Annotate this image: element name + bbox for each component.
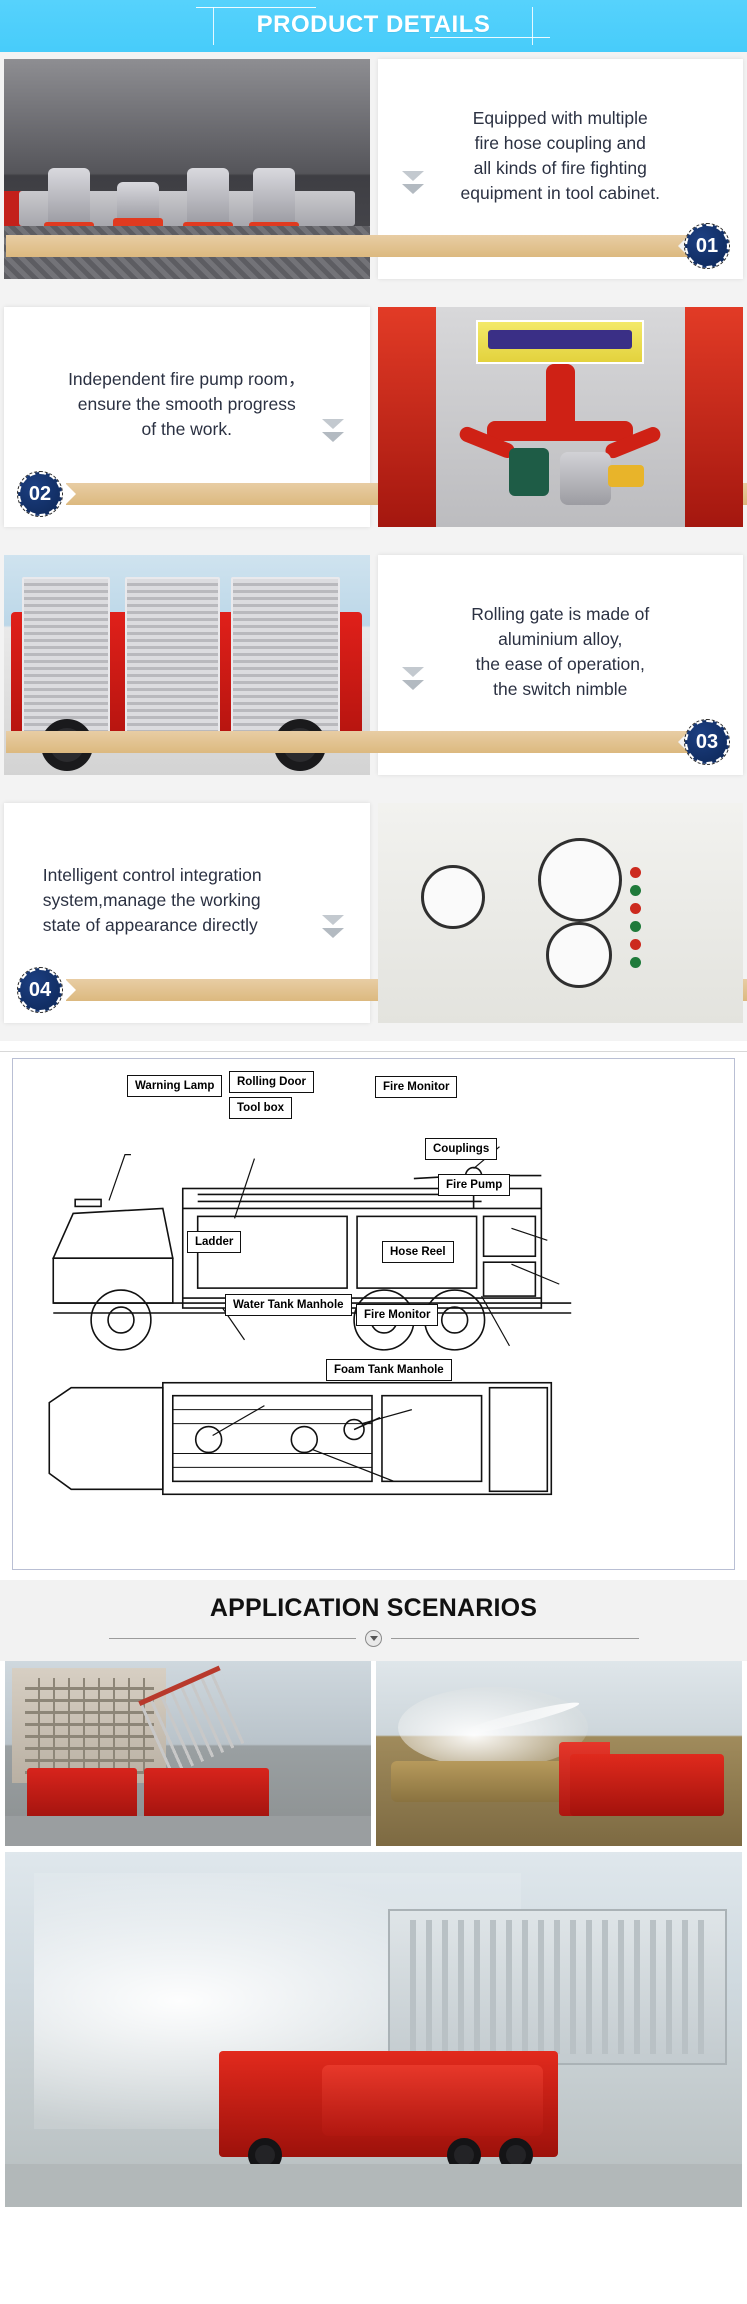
- product-details-section: Equipped with multiple fire hose couplin…: [0, 52, 747, 1041]
- chevron-down-icon: [401, 667, 426, 701]
- product-details-banner: PRODUCT DETAILS: [0, 0, 747, 52]
- diagram-label-fire-monitor-rear: Fire Monitor: [356, 1304, 439, 1327]
- application-scenarios-title: APPLICATION SCENARIOS: [209, 1594, 538, 1622]
- control-panel-photo: [377, 803, 743, 1023]
- diagram-label-couplings: Couplings: [425, 1138, 498, 1161]
- detail-number-badge-03: 03: [684, 719, 730, 765]
- application-photo-grid: [0, 1661, 747, 1846]
- diagram-label-rolling-door: Rolling Door: [229, 1071, 314, 1094]
- diagram-label-water-tank-manhole: Water Tank Manhole: [225, 1294, 352, 1317]
- chevron-down-icon: [401, 171, 426, 205]
- chevron-down-icon: [321, 419, 346, 453]
- detail-row-03: Rolling gate is made of aluminium alloy,…: [0, 555, 747, 793]
- diagram-label-fire-pump: Fire Pump: [438, 1174, 511, 1197]
- detail-text-01: Equipped with multiple fire hose couplin…: [5, 59, 743, 279]
- ribbon-decoration-03: [5, 731, 689, 753]
- divider-line-right: [391, 1638, 639, 1639]
- detail-text-03: Rolling gate is made of aluminium alloy,…: [5, 555, 743, 775]
- banner-frame-decoration: [196, 7, 550, 45]
- detail-number-badge-01: 01: [684, 223, 730, 269]
- detail-text-02: Independent fire pump room， ensure the s…: [4, 307, 747, 527]
- aerial-ladder-fire-trucks-photo: [5, 1661, 371, 1846]
- chevron-down-circle-icon: [365, 1630, 382, 1647]
- detail-description-01: Equipped with multiple fire hose couplin…: [460, 108, 660, 203]
- diagram-label-hose-reel: Hose Reel: [382, 1241, 454, 1264]
- detail-row-01: Equipped with multiple fire hose couplin…: [0, 59, 747, 297]
- detail-description-02: Independent fire pump room， ensure the s…: [68, 368, 306, 439]
- chevron-down-icon: [321, 915, 346, 949]
- diagram-label-foam-tank-manhole: Foam Tank Manhole: [326, 1359, 452, 1382]
- diagram-label-fire-monitor-top: Fire Monitor: [375, 1076, 458, 1099]
- technical-diagram-section: Warning Lamp Rolling Door Tool box Fire …: [0, 1051, 747, 1580]
- fire-pump-room-photo: [377, 307, 743, 527]
- detail-row-04: Intelligent control integration system,m…: [0, 803, 747, 1041]
- detail-number-badge-02: 02: [17, 471, 63, 517]
- detail-row-02: Independent fire pump room， ensure the s…: [0, 307, 747, 545]
- detail-number-badge-04: 04: [17, 967, 63, 1013]
- detail-text-04: Intelligent control integration system,m…: [4, 803, 747, 1023]
- diagram-label-tool-box: Tool box: [229, 1097, 293, 1120]
- fire-truck-schematic: Warning Lamp Rolling Door Tool box Fire …: [12, 1058, 735, 1570]
- page-title: PRODUCT DETAILS: [256, 11, 491, 38]
- field-fire-spraying-photo: [376, 1661, 742, 1846]
- diagram-label-ladder: Ladder: [187, 1231, 242, 1254]
- ribbon-decoration-01: [5, 235, 689, 257]
- detail-description-04: Intelligent control integration system,m…: [42, 864, 262, 935]
- detail-description-03: Rolling gate is made of aluminium alloy,…: [471, 604, 650, 699]
- diagram-label-warning-lamp: Warning Lamp: [127, 1075, 223, 1098]
- divider-line-left: [108, 1638, 356, 1639]
- application-scenarios-section: APPLICATION SCENARIOS: [0, 1580, 747, 1661]
- section-divider: [108, 1630, 639, 1647]
- water-tanker-spray-test-photo: [5, 1852, 742, 2207]
